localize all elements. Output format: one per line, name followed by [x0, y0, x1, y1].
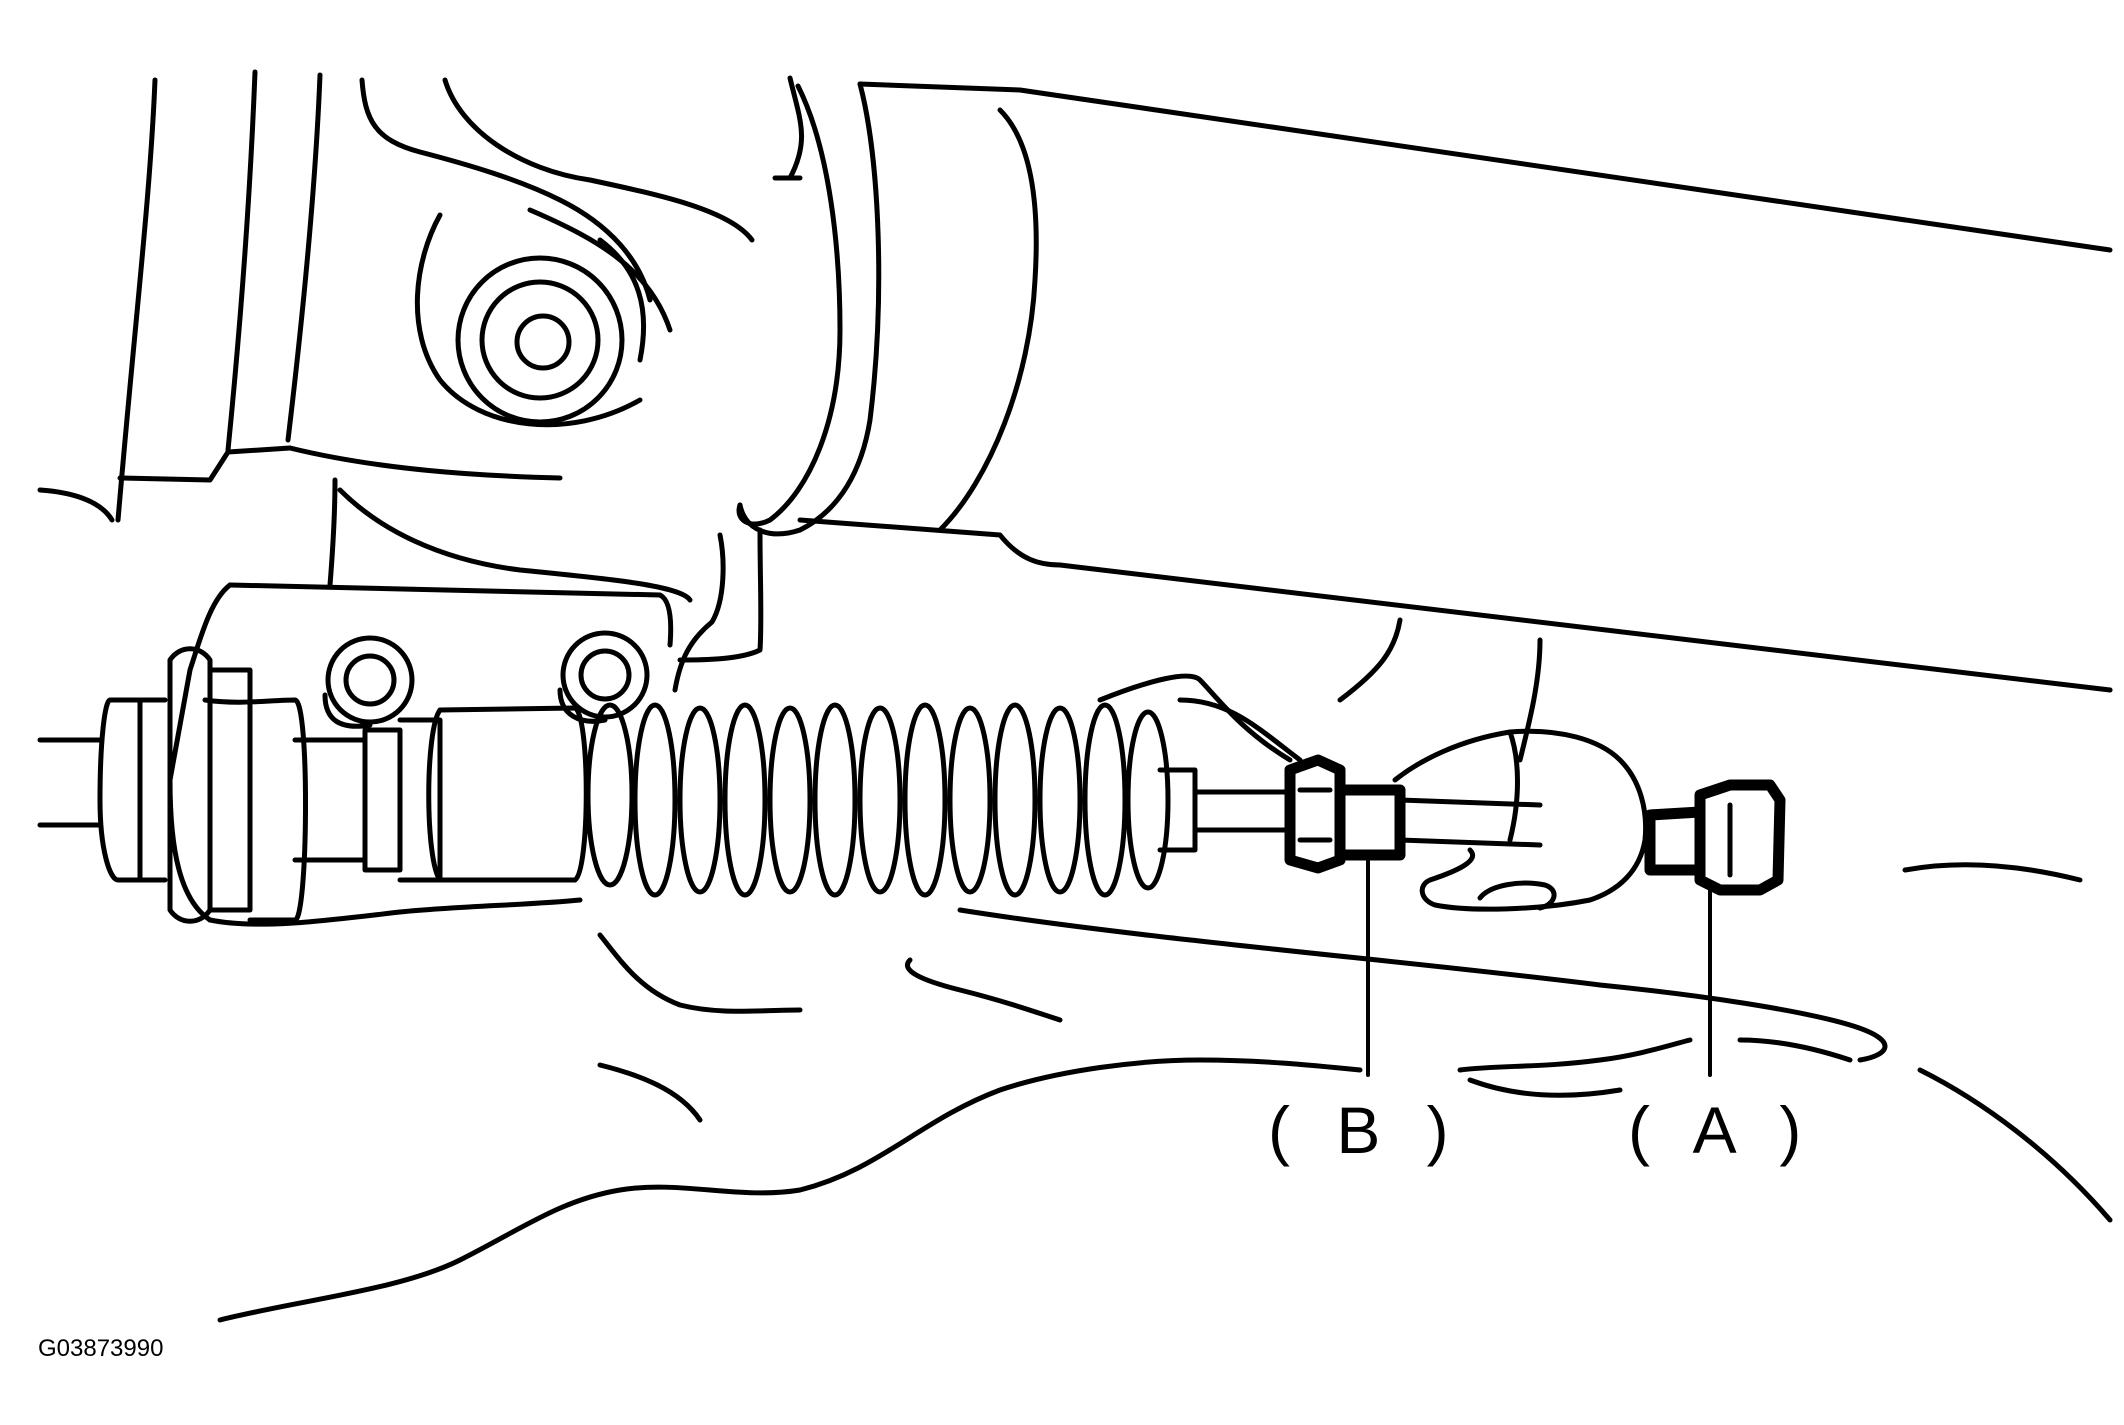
- rack-end-cap: [37, 646, 443, 924]
- rack-housing-bracket: [167, 582, 674, 927]
- figure-id: G03873990: [38, 1335, 164, 1362]
- rack-collar: [426, 705, 589, 883]
- bellows-boot: [585, 702, 1171, 898]
- adjusting-bolt-a: [1644, 779, 1786, 896]
- callout-label-a: ( A ): [1628, 1093, 1816, 1167]
- mount-bushing: [414, 207, 673, 428]
- callout-label-b: ( B ): [1268, 1093, 1463, 1167]
- tie-rod-end: [1392, 728, 1649, 912]
- callout-leaders: [1366, 853, 1712, 1077]
- lock-nut-b: [1284, 754, 1406, 874]
- lower-body-outline: [217, 862, 2113, 1323]
- vehicle-body-outline: [37, 69, 2113, 763]
